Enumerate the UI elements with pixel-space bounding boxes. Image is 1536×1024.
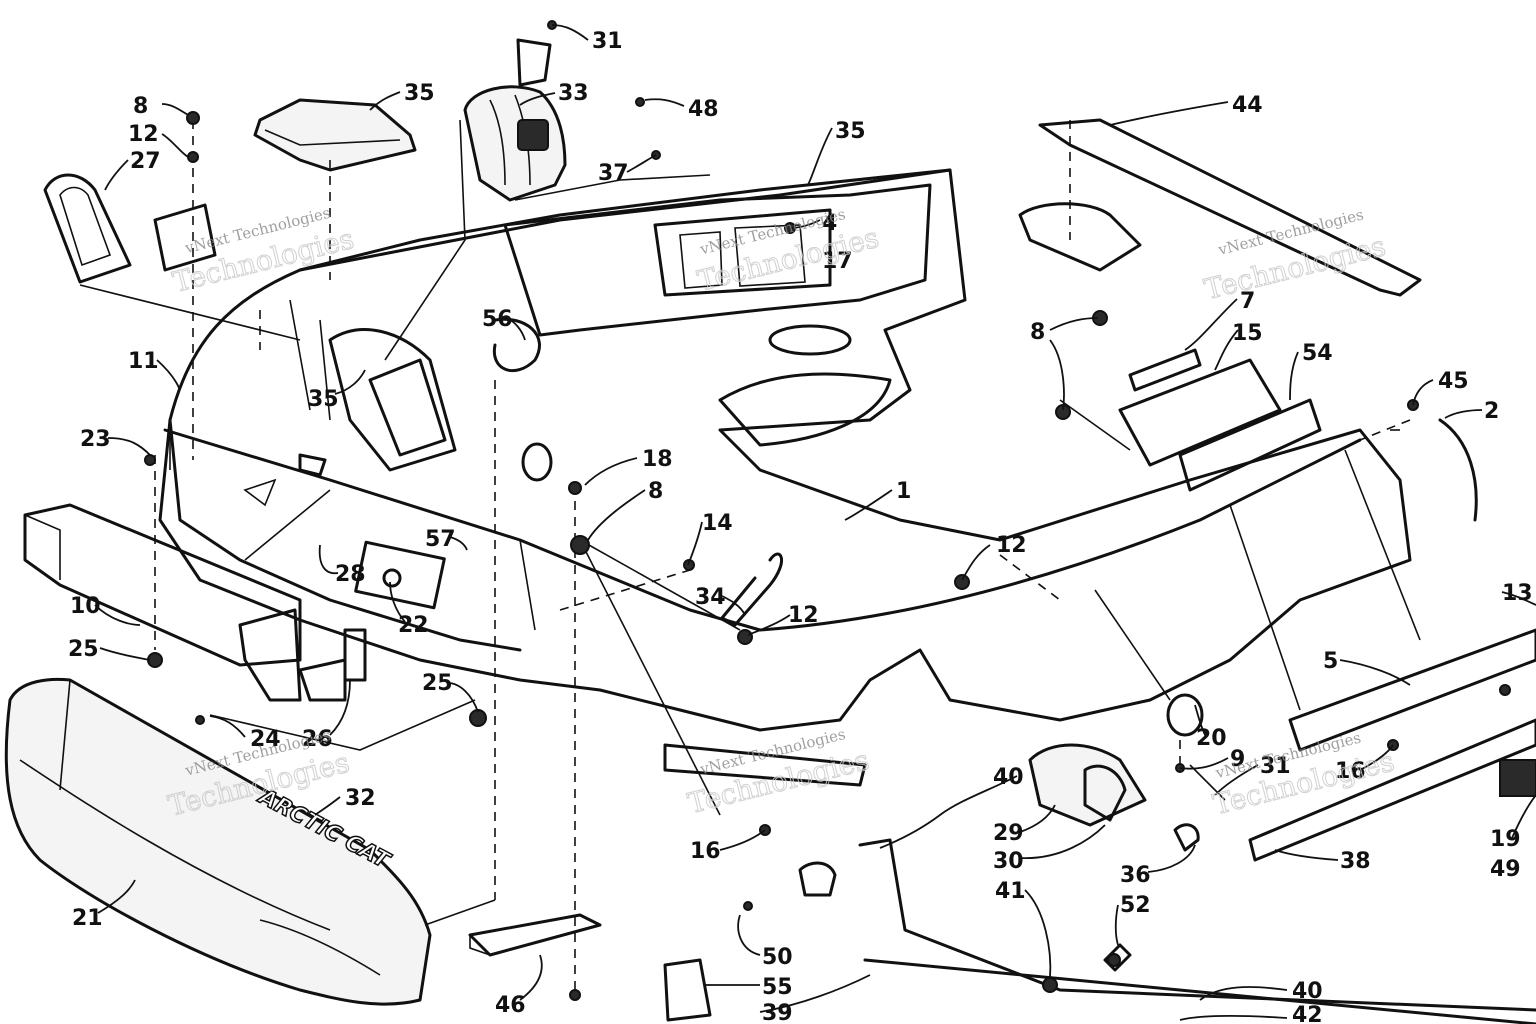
callout-30: 30 xyxy=(993,849,1024,874)
nose-cone xyxy=(4,677,432,1006)
channel-bracket xyxy=(1118,358,1282,467)
callout-18: 18 xyxy=(642,447,673,472)
callout-8-right: 8 xyxy=(1030,320,1045,345)
callout-20: 20 xyxy=(1196,726,1227,751)
intake-boot xyxy=(463,85,567,202)
callout-35-top: 35 xyxy=(404,81,435,106)
callout-25-left: 25 xyxy=(68,637,99,662)
hook xyxy=(720,552,784,627)
callout-1: 1 xyxy=(896,479,911,504)
callout-40-upper: 40 xyxy=(993,765,1024,790)
callout-50: 50 xyxy=(762,945,793,970)
callout-56: 56 xyxy=(482,307,513,332)
grommet xyxy=(1166,693,1204,737)
callout-35-right: 35 xyxy=(835,119,866,144)
callout-9: 9 xyxy=(1230,747,1245,772)
callout-38: 38 xyxy=(1340,849,1371,874)
dash-panel xyxy=(298,168,952,272)
callout-22: 22 xyxy=(398,613,429,638)
construction-lines xyxy=(79,119,1421,926)
callout-24: 24 xyxy=(250,727,281,752)
callout-46: 46 xyxy=(495,993,526,1018)
callout-5: 5 xyxy=(1323,649,1338,674)
callout-39: 39 xyxy=(762,1001,793,1024)
callout-48: 48 xyxy=(688,97,719,122)
callout-leaders xyxy=(94,24,1536,1021)
dash-window xyxy=(503,183,932,337)
belly-pan xyxy=(158,168,1412,732)
callout-52: 52 xyxy=(1120,893,1151,918)
callout-54: 54 xyxy=(1302,341,1333,366)
callout-36: 36 xyxy=(1120,863,1151,888)
callout-14: 14 xyxy=(702,511,733,536)
callout-35-mid: 35 xyxy=(308,387,339,412)
cross-bar xyxy=(663,743,867,787)
callout-15: 15 xyxy=(1232,321,1263,346)
callout-13: 13 xyxy=(1502,581,1533,606)
callout-8-center: 8 xyxy=(648,479,663,504)
callout-17: 17 xyxy=(822,249,853,274)
callout-34: 34 xyxy=(695,585,726,610)
callout-2: 2 xyxy=(1484,399,1499,424)
front-bumper xyxy=(23,503,302,667)
callout-23: 23 xyxy=(80,427,111,452)
callout-11: 11 xyxy=(128,349,159,374)
callout-49: 49 xyxy=(1490,857,1521,882)
rear-rail xyxy=(1288,628,1536,752)
callout-31-top: 31 xyxy=(592,29,623,54)
callout-16-right: 16 xyxy=(1335,759,1366,784)
callout-12-center: 12 xyxy=(996,533,1027,558)
callout-7: 7 xyxy=(1240,289,1255,314)
arc-strap xyxy=(1438,418,1478,522)
callout-37: 37 xyxy=(598,161,629,186)
callout-21: 21 xyxy=(72,906,103,931)
callout-12-lower: 12 xyxy=(788,603,819,628)
callout-labels: 31 33 48 35 8 12 27 37 35 4 17 44 56 11 … xyxy=(68,29,1533,1024)
rear-boot xyxy=(1028,743,1147,827)
callout-28: 28 xyxy=(335,562,366,587)
gasket xyxy=(43,173,132,284)
callout-45: 45 xyxy=(1438,369,1469,394)
callout-8-left: 8 xyxy=(133,94,148,119)
callout-32: 32 xyxy=(345,786,376,811)
callout-40-lower: 40 xyxy=(1292,979,1323,1004)
callout-41: 41 xyxy=(995,879,1026,904)
callout-55: 55 xyxy=(762,975,793,1000)
hood-cap xyxy=(253,98,417,172)
callout-12-left: 12 xyxy=(128,122,159,147)
callout-26: 26 xyxy=(302,727,333,752)
callout-27: 27 xyxy=(130,149,161,174)
chassis-parts: ARCTIC CAT xyxy=(4,38,1536,1024)
bracket-plate xyxy=(468,913,602,957)
callout-19: 19 xyxy=(1490,827,1521,852)
callout-42: 42 xyxy=(1292,1003,1323,1024)
callout-57: 57 xyxy=(425,527,456,552)
callout-16-center: 16 xyxy=(690,839,721,864)
callout-29: 29 xyxy=(993,821,1024,846)
callout-33: 33 xyxy=(558,81,589,106)
callout-4: 4 xyxy=(822,211,837,236)
callout-31-lower: 31 xyxy=(1260,754,1291,779)
callout-25-right: 25 xyxy=(422,671,453,696)
callout-44: 44 xyxy=(1232,93,1263,118)
callout-10: 10 xyxy=(70,594,101,619)
fasteners xyxy=(144,20,1511,1001)
